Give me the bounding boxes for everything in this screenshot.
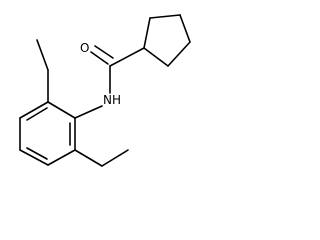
cyclopentane-bond-3 xyxy=(179,14,191,43)
carbonyl-double-bond-a xyxy=(90,51,109,65)
cyclopentane-bond-2 xyxy=(149,14,181,19)
carbonyl-double-bond-b xyxy=(94,45,114,59)
cyclopentane-bond-1 xyxy=(143,17,151,49)
molecule-canvas: O NH xyxy=(19,14,191,167)
benzene-bond-3 xyxy=(19,149,49,166)
benzene-bond-2 xyxy=(47,149,76,166)
benzene-inner-double-bond-2 xyxy=(26,147,48,160)
bottom-ethyl-bond-2 xyxy=(101,149,129,167)
cyclopentane-bond-4 xyxy=(167,41,191,67)
ring-to-carbonyl-bond xyxy=(109,47,145,67)
benzene-bond-5 xyxy=(19,101,49,119)
oxygen-atom-label: O xyxy=(80,41,89,55)
top-ethyl-bond-2 xyxy=(36,39,49,71)
nh-atom-label: NH xyxy=(103,93,121,107)
cyclopentane-bond-5 xyxy=(143,47,169,67)
benzene-bond-6 xyxy=(47,101,76,119)
benzene-inner-double-bond-3 xyxy=(26,107,48,121)
bottom-ethyl-bond-1 xyxy=(74,149,103,167)
nitrogen-to-ring-bond xyxy=(74,105,103,119)
